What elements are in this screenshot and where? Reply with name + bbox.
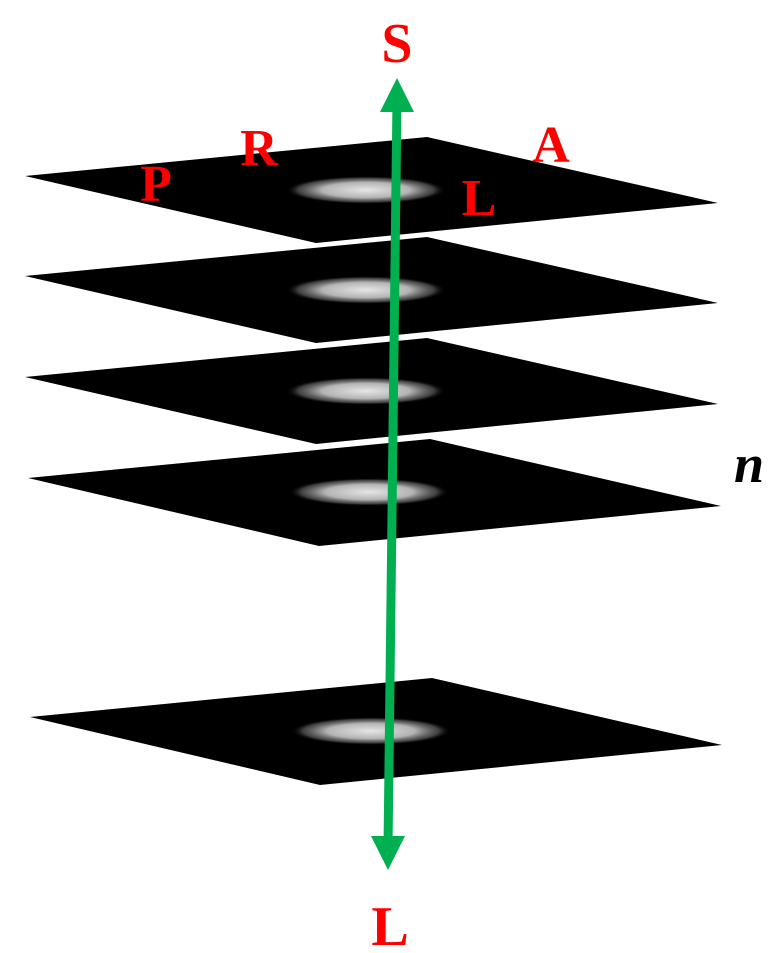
- slice-plane: [25, 338, 718, 444]
- label-superior: S: [381, 13, 412, 75]
- label-slice-count: n: [734, 434, 764, 494]
- superior-inferior-axis-arrow: [371, 78, 414, 870]
- label-right: R: [240, 120, 279, 177]
- label-posterior: P: [140, 156, 172, 213]
- label-inferior: L: [371, 896, 408, 953]
- slice-plane: [25, 137, 718, 243]
- slice-plane: [25, 237, 718, 343]
- arrowhead-down-icon: [371, 836, 405, 870]
- slice-plane: [30, 678, 722, 785]
- label-anterior: A: [532, 117, 570, 174]
- label-left: L: [462, 170, 497, 227]
- slice-plane: [28, 439, 721, 546]
- arrowhead-up-icon: [380, 78, 414, 112]
